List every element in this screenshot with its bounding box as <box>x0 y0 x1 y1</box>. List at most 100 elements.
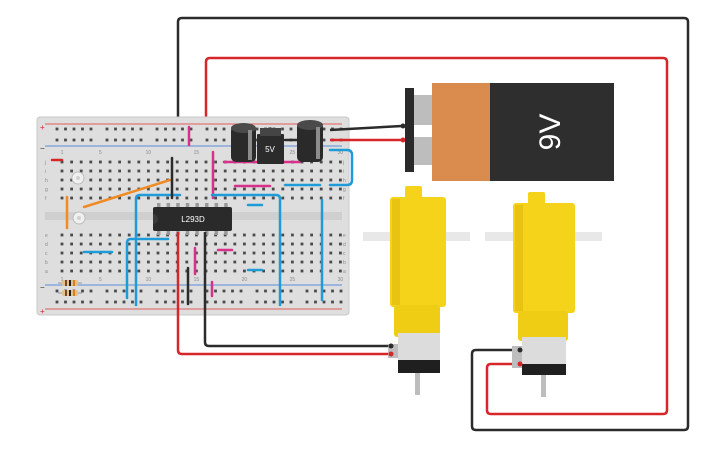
breadboard-hole[interactable] <box>195 187 198 191</box>
breadboard-hole[interactable] <box>329 242 333 246</box>
breadboard-hole[interactable] <box>175 187 179 191</box>
capacitor-right[interactable] <box>297 120 323 162</box>
breadboard-hole[interactable] <box>281 127 284 131</box>
breadboard-hole[interactable] <box>204 169 208 173</box>
breadboard-hole[interactable] <box>118 251 121 255</box>
breadboard-hole[interactable] <box>118 178 121 182</box>
breadboard-hole[interactable] <box>233 233 237 237</box>
breadboard-hole[interactable] <box>272 289 276 293</box>
breadboard-hole[interactable] <box>79 233 83 237</box>
breadboard-hole[interactable] <box>79 196 83 200</box>
breadboard-hole[interactable] <box>147 233 150 237</box>
breadboard-hole[interactable] <box>281 196 285 200</box>
breadboard-hole[interactable] <box>99 260 102 264</box>
breadboard-hole[interactable] <box>175 196 179 200</box>
breadboard-hole[interactable] <box>70 260 73 264</box>
breadboard-hole[interactable] <box>118 187 121 191</box>
breadboard-hole[interactable] <box>339 196 342 200</box>
breadboard-hole[interactable] <box>214 251 217 255</box>
breadboard-hole[interactable] <box>233 169 237 173</box>
breadboard-hole[interactable] <box>79 242 83 246</box>
breadboard-hole[interactable] <box>156 160 160 164</box>
breadboard-hole[interactable] <box>314 289 317 293</box>
breadboard-hole[interactable] <box>195 178 198 182</box>
breadboard-hole[interactable] <box>271 178 275 182</box>
breadboard-hole[interactable] <box>147 169 150 173</box>
breadboard-hole[interactable] <box>181 127 184 131</box>
breadboard-hole[interactable] <box>164 300 167 304</box>
breadboard-hole[interactable] <box>329 251 333 255</box>
breadboard-hole[interactable] <box>239 300 243 304</box>
breadboard-hole[interactable] <box>281 300 284 304</box>
breadboard-hole[interactable] <box>127 269 131 273</box>
breadboard-hole[interactable] <box>55 127 59 131</box>
breadboard-hole[interactable] <box>252 233 256 237</box>
breadboard-hole[interactable] <box>252 178 256 182</box>
breadboard-hole[interactable] <box>60 242 64 246</box>
breadboard-hole[interactable] <box>99 169 102 173</box>
breadboard-hole[interactable] <box>64 138 67 142</box>
breadboard-hole[interactable] <box>89 187 93 191</box>
breadboard-hole[interactable] <box>108 169 112 173</box>
trimmer-bottom[interactable] <box>72 211 86 225</box>
breadboard-hole[interactable] <box>55 289 59 293</box>
breadboard-hole[interactable] <box>185 187 189 191</box>
breadboard-hole[interactable] <box>262 269 265 273</box>
breadboard-hole[interactable] <box>105 289 109 293</box>
breadboard-hole[interactable] <box>60 169 64 173</box>
breadboard-hole[interactable] <box>72 300 76 304</box>
breadboard-hole[interactable] <box>99 196 102 200</box>
breadboard-hole[interactable] <box>127 260 131 264</box>
geared-motor-left[interactable] <box>363 186 470 395</box>
breadboard-hole[interactable] <box>281 269 285 273</box>
breadboard-hole[interactable] <box>127 233 131 237</box>
breadboard-hole[interactable] <box>291 242 294 246</box>
breadboard-hole[interactable] <box>70 187 73 191</box>
breadboard-hole[interactable] <box>204 160 208 164</box>
breadboard-hole[interactable] <box>322 289 326 293</box>
breadboard-hole[interactable] <box>255 289 259 293</box>
blue-jumper-2[interactable] <box>134 193 182 307</box>
breadboard-hole[interactable] <box>164 138 167 142</box>
breadboard-hole[interactable] <box>189 300 193 304</box>
breadboard-hole[interactable] <box>214 289 217 293</box>
breadboard-hole[interactable] <box>70 251 73 255</box>
breadboard-hole[interactable] <box>122 300 126 304</box>
breadboard-hole[interactable] <box>271 187 275 191</box>
breadboard-hole[interactable] <box>262 251 265 255</box>
breadboard-hole[interactable] <box>281 260 285 264</box>
breadboard-hole[interactable] <box>185 160 189 164</box>
breadboard-hole[interactable] <box>64 127 67 131</box>
breadboard-hole[interactable] <box>118 260 121 264</box>
breadboard-hole[interactable] <box>139 127 143 131</box>
breadboard-hole[interactable] <box>89 233 93 237</box>
breadboard-hole[interactable] <box>185 169 189 173</box>
breadboard-hole[interactable] <box>164 127 167 131</box>
breadboard-hole[interactable] <box>147 242 150 246</box>
breadboard-hole[interactable] <box>60 178 64 182</box>
breadboard-hole[interactable] <box>137 169 141 173</box>
breadboard-hole[interactable] <box>243 169 246 173</box>
breadboard-hole[interactable] <box>252 260 256 264</box>
breadboard-hole[interactable] <box>70 269 73 273</box>
breadboard-hole[interactable] <box>185 196 189 200</box>
breadboard-hole[interactable] <box>175 169 179 173</box>
breadboard-hole[interactable] <box>89 196 93 200</box>
breadboard-hole[interactable] <box>89 289 93 293</box>
breadboard-hole[interactable] <box>81 138 84 142</box>
breadboard-hole[interactable] <box>181 300 184 304</box>
breadboard-hole[interactable] <box>243 233 246 237</box>
breadboard-hole[interactable] <box>214 242 217 246</box>
breadboard-hole[interactable] <box>137 178 141 182</box>
breadboard-hole[interactable] <box>164 289 167 293</box>
breadboard-hole[interactable] <box>319 178 323 182</box>
breadboard-hole[interactable] <box>189 127 193 131</box>
breadboard-hole[interactable] <box>329 269 333 273</box>
breadboard-hole[interactable] <box>181 138 184 142</box>
breadboard-hole[interactable] <box>60 160 64 164</box>
breadboard-hole[interactable] <box>137 260 141 264</box>
breadboard-hole[interactable] <box>147 260 150 264</box>
breadboard-hole[interactable] <box>262 178 265 182</box>
breadboard-hole[interactable] <box>114 300 117 304</box>
breadboard-hole[interactable] <box>291 233 294 237</box>
